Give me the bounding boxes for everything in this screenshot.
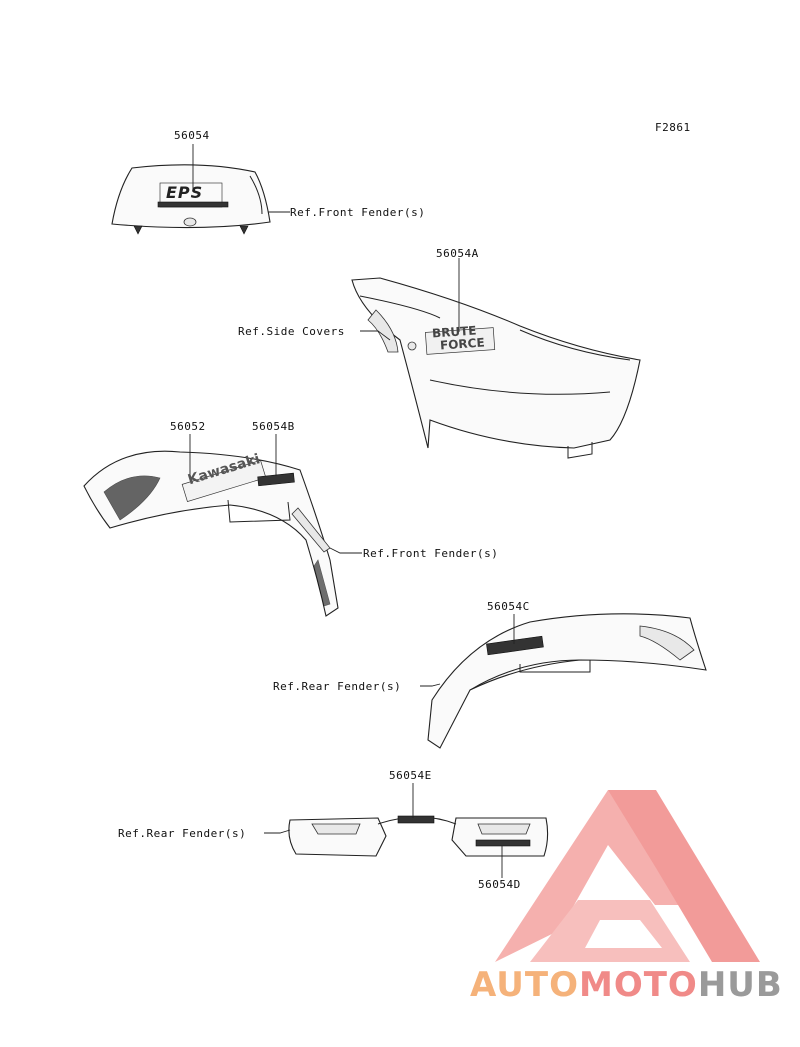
force-decal: FORCE	[439, 335, 486, 353]
watermark-auto: AUTO	[470, 965, 579, 1005]
front-fender	[83, 450, 339, 617]
front-fender-top-panel	[111, 164, 271, 235]
side-cover	[351, 277, 641, 459]
ref-front-fender-mid: Ref.Front Fender(s)	[363, 547, 499, 560]
part-number-56054D: 56054D	[478, 878, 521, 891]
ref-rear-fender-mid: Ref.Rear Fender(s)	[273, 680, 402, 693]
watermark-moto: MOTO	[578, 965, 698, 1005]
part-number-56054C: 56054C	[487, 600, 530, 613]
ref-front-fender-top: Ref.Front Fender(s)	[290, 206, 426, 219]
part-number-56054E: 56054E	[389, 769, 432, 782]
part-number-56054B: 56054B	[252, 420, 295, 433]
figure-id: F2861	[655, 121, 691, 134]
watermark-hub: HUB	[697, 965, 783, 1005]
watermark-text: AUTOMOTOHUB	[470, 965, 783, 1005]
rear-fender	[427, 613, 707, 749]
leader-lines	[189, 144, 515, 878]
rear-fender-bottom	[288, 815, 549, 857]
eps-decal: EPS	[166, 183, 204, 202]
ref-side-covers: Ref.Side Covers	[238, 325, 345, 338]
part-number-56054: 56054	[174, 129, 210, 142]
part-number-56054A: 56054A	[436, 247, 479, 260]
watermark-logo	[495, 790, 760, 962]
part-number-56052: 56052	[170, 420, 206, 433]
ref-rear-fender-bottom: Ref.Rear Fender(s)	[118, 827, 247, 840]
